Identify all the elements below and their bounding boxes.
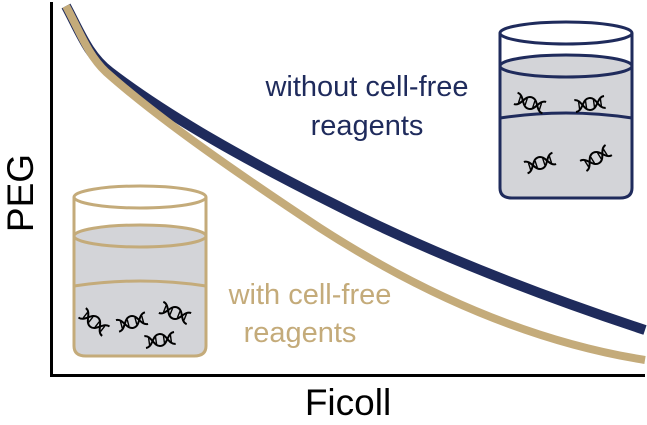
without-reagents-label-line2: reagents (311, 110, 424, 142)
y-axis-label: PEG (0, 154, 41, 232)
beaker-with-reagents-icon (72, 184, 208, 358)
beaker-without-reagents-icon (498, 20, 634, 200)
with-reagents-label-line1: with cell-free (228, 279, 392, 311)
without-reagents-label-line1: without cell-free (264, 71, 468, 103)
x-axis-label: Ficoll (305, 382, 391, 423)
with-reagents-label-line2: reagents (244, 317, 357, 349)
with-reagents-curve (62, 4, 646, 364)
